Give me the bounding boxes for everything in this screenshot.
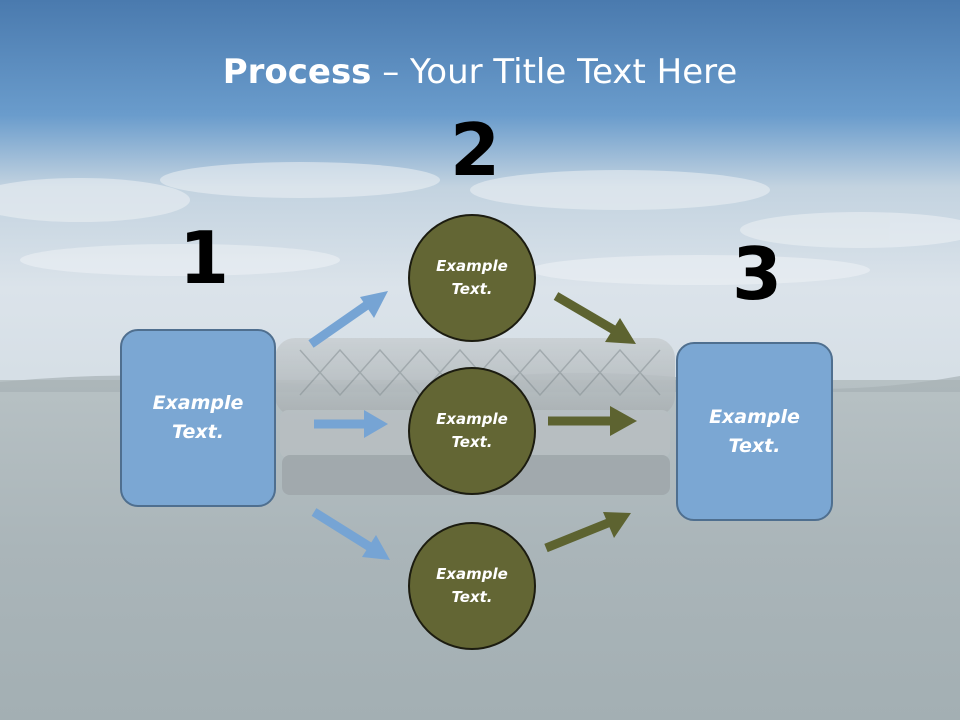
circle-bottom: Example Text. (408, 522, 536, 650)
circle-bottom-line2: Text. (451, 588, 493, 606)
title-rest: – Your Title Text Here (371, 52, 738, 92)
arrow-bottom-to-right (544, 512, 631, 553)
circle-top-line1: Example (436, 257, 508, 275)
step-number-2: 2 (450, 108, 501, 192)
circle-middle: Example Text. (408, 367, 536, 495)
circle-top: Example Text. (408, 214, 536, 342)
arrow-middle-to-right (548, 406, 637, 436)
arrow-left-to-bottom (311, 508, 390, 560)
right-box-line1: Example (709, 405, 800, 428)
slide-title: Process – Your Title Text Here (0, 52, 960, 92)
circle-middle-line1: Example (436, 410, 508, 428)
left-box-line1: Example (152, 392, 244, 414)
step-number-3: 3 (732, 232, 783, 316)
circle-middle-line2: Text. (451, 433, 493, 451)
circle-top-line2: Text. (451, 280, 493, 298)
left-process-box: Example Text. (120, 329, 276, 507)
arrow-left-to-middle (314, 410, 388, 438)
arrow-top-to-right (553, 292, 636, 344)
left-box-line2: Text. (172, 421, 224, 443)
step-number-1: 1 (179, 216, 230, 300)
arrow-left-to-top (308, 291, 388, 348)
right-process-box: Example Text. (676, 342, 833, 521)
circle-bottom-line1: Example (436, 565, 508, 583)
title-bold: Process (222, 52, 372, 92)
right-box-line2: Text. (728, 434, 781, 457)
